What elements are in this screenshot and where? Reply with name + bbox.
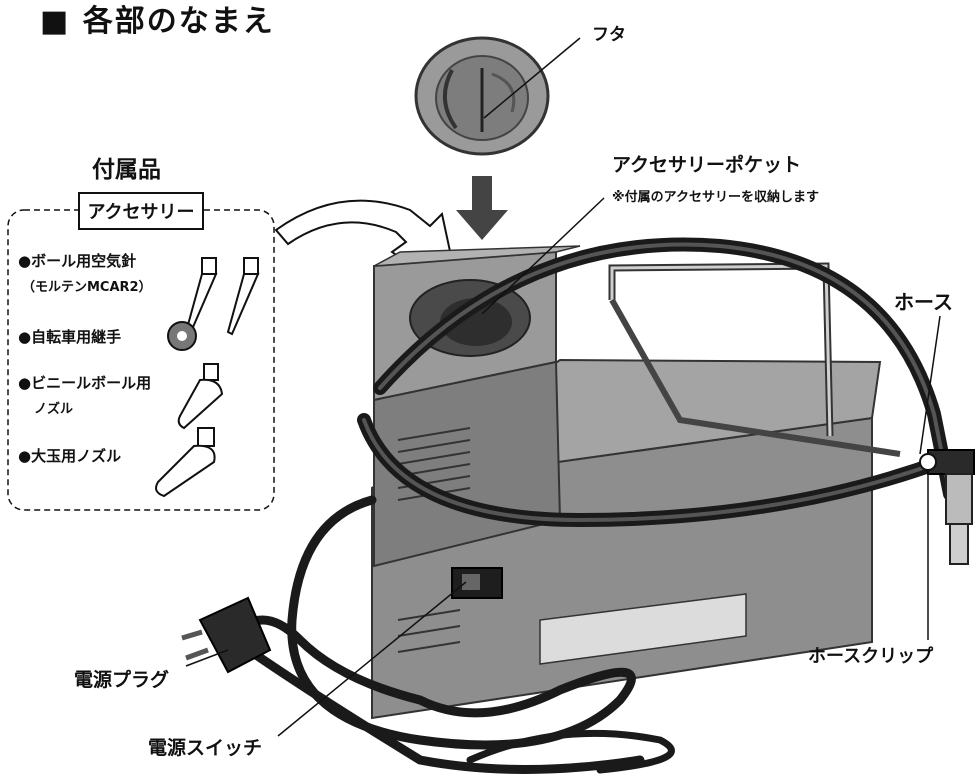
accessory-item-large-ball-nozzle: ●大玉用ノズル (18, 447, 122, 465)
label-lid: フタ (592, 25, 626, 45)
hose-leader-line (919, 315, 941, 455)
vinyl-ball-nozzle-icon (177, 363, 224, 430)
page-title: ■ 各部のなまえ (40, 4, 275, 39)
ball-needle-icon (184, 257, 260, 336)
air-pump-image (371, 245, 901, 720)
accessory-box-title: アクセサリー (78, 192, 204, 230)
lid-leader-line (483, 37, 581, 119)
label-accessories-heading: 付属品 (92, 157, 161, 183)
accessory-item-ball-needle: ●ボール用空気針 (18, 252, 137, 270)
label-hose: ホース (894, 290, 953, 314)
plug-leader-line (185, 649, 229, 667)
label-accessory-pocket-note: ※付属のアクセサリーを収納します (612, 190, 819, 205)
label-power-plug: 電源プラグ (74, 669, 170, 691)
label-hose-clip: ホースクリップ (808, 646, 934, 667)
accessory-dashed-box (7, 209, 275, 511)
switch-leader-line (277, 581, 467, 737)
accessory-item-bicycle-adapter: ●自転車用継手 (18, 328, 122, 346)
accessory-item-vinyl-ball-nozzle-sub: ノズル (34, 402, 74, 417)
label-accessory-pocket: アクセサリーポケット (612, 154, 802, 176)
lid-image (414, 36, 550, 156)
power-cord-image (225, 495, 675, 774)
power-plug-image (181, 596, 272, 674)
pocket-leader-line (481, 197, 605, 315)
down-arrow-icon (456, 176, 508, 240)
bicycle-adapter-icon (167, 321, 197, 351)
hose-image (357, 237, 975, 565)
accessory-item-ball-needle-sub: （モルテンMCAR2） (22, 280, 152, 295)
large-ball-nozzle-icon (155, 427, 216, 498)
accessory-item-vinyl-ball-nozzle: ●ビニールボール用 (18, 374, 152, 392)
label-power-switch: 電源スイッチ (148, 737, 263, 759)
